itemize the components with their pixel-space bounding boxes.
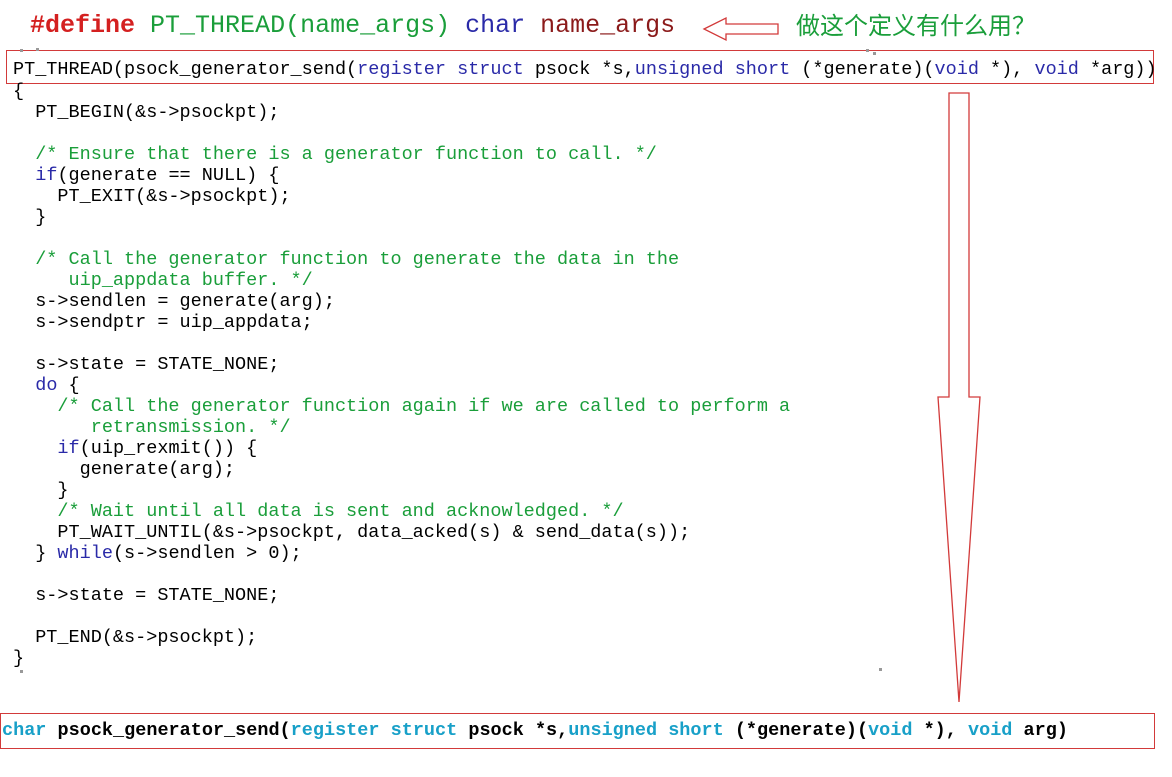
code-comment: /* Wait until all data is sent and ackno… [13, 501, 624, 522]
code-line [13, 228, 790, 249]
code-line: } [13, 207, 790, 228]
code-text: PT_BEGIN(&s->psockpt); [13, 102, 280, 123]
code-text: s->sendptr = uip_appdata; [13, 312, 313, 333]
code-comment: retransmission. */ [13, 417, 291, 438]
expanded-signature-box [0, 713, 1155, 749]
code-keyword: while [57, 543, 113, 564]
scan-mark [36, 48, 39, 51]
code-text: (s->sendlen > 0); [112, 543, 302, 564]
code-line: { [13, 81, 790, 102]
scan-mark [873, 52, 876, 55]
code-comment: /* Ensure that there is a generator func… [13, 144, 657, 165]
code-line: /* Wait until all data is sent and ackno… [13, 501, 790, 522]
code-line: if(uip_rexmit()) { [13, 438, 790, 459]
code-comment: /* Call the generator function to genera… [13, 249, 680, 270]
code-comment: /* Call the generator function again if … [13, 396, 791, 417]
code-line: PT_BEGIN(&s->psockpt); [13, 102, 790, 123]
code-text [13, 165, 35, 186]
code-line: } while(s->sendlen > 0); [13, 543, 790, 564]
code-line: generate(arg); [13, 459, 790, 480]
code-text [13, 438, 57, 459]
code-text: s->state = STATE_NONE; [13, 585, 280, 606]
code-text: } [13, 207, 47, 228]
code-comment: uip_appdata buffer. */ [13, 270, 313, 291]
code-text: s->state = STATE_NONE; [13, 354, 280, 375]
code-line [13, 123, 790, 144]
code-text: PT_WAIT_UNTIL(&s->psockpt, data_acked(s)… [13, 522, 691, 543]
code-text: PT_END(&s->psockpt); [13, 627, 258, 648]
code-line: do { [13, 375, 790, 396]
code-line: uip_appdata buffer. */ [13, 270, 790, 291]
expanded-signature: char psock_generator_send(register struc… [2, 720, 1068, 741]
define-line: #define PT_THREAD(name_args) char name_a… [30, 8, 675, 44]
code-keyword: do [35, 375, 58, 396]
scan-mark [879, 668, 882, 671]
code-line: if(generate == NULL) { [13, 165, 790, 186]
code-keyword: if [57, 438, 80, 459]
code-text: s->sendlen = generate(arg); [13, 291, 335, 312]
code-text: } [13, 480, 69, 501]
code-text: (uip_rexmit()) { [79, 438, 258, 459]
code-text [13, 375, 35, 396]
code-line: s->state = STATE_NONE; [13, 585, 790, 606]
code-text: } [13, 543, 58, 564]
function-body: { PT_BEGIN(&s->psockpt); /* Ensure that … [13, 81, 790, 669]
code-text: { [13, 81, 25, 102]
char-keyword: char [465, 11, 526, 40]
name-args: name_args [540, 11, 676, 40]
left-arrow-icon [702, 16, 779, 42]
scan-mark [866, 49, 869, 52]
code-line [13, 564, 790, 585]
code-line: } [13, 648, 790, 669]
code-line: /* Ensure that there is a generator func… [13, 144, 790, 165]
macro-name: PT_THREAD(name_args) [150, 11, 451, 40]
code-keyword: if [35, 165, 58, 186]
question-annotation: 做这个定义有什么用？ [796, 12, 1036, 40]
code-line: PT_EXIT(&s->psockpt); [13, 186, 790, 207]
code-text: } [13, 648, 25, 669]
define-keyword: #define [30, 11, 136, 40]
code-line: retransmission. */ [13, 417, 790, 438]
code-text: { [57, 375, 80, 396]
code-line: PT_END(&s->psockpt); [13, 627, 790, 648]
down-arrow-icon [937, 92, 981, 703]
code-line [13, 606, 790, 627]
macro-signature-box [6, 50, 1154, 84]
code-text: PT_EXIT(&s->psockpt); [13, 186, 291, 207]
code-line [13, 333, 790, 354]
code-text: generate(arg); [13, 459, 236, 480]
code-line: /* Call the generator function to genera… [13, 249, 790, 270]
code-line: /* Call the generator function again if … [13, 396, 790, 417]
code-text: (generate == NULL) { [57, 165, 280, 186]
scan-mark [20, 670, 23, 673]
code-line: s->sendlen = generate(arg); [13, 291, 790, 312]
code-line: PT_WAIT_UNTIL(&s->psockpt, data_acked(s)… [13, 522, 790, 543]
scan-mark [20, 49, 23, 52]
code-line: } [13, 480, 790, 501]
code-line: s->sendptr = uip_appdata; [13, 312, 790, 333]
code-line: s->state = STATE_NONE; [13, 354, 790, 375]
macro-signature: PT_THREAD(psock_generator_send(register … [13, 59, 1157, 80]
